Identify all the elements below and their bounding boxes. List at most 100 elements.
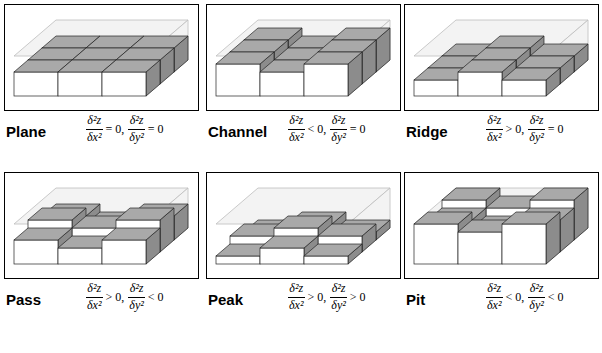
formula-denominator: δx²: [288, 129, 305, 145]
surface-name: Pit: [406, 291, 425, 308]
block-top: [304, 52, 362, 64]
block-front: [102, 72, 146, 96]
block-top: [116, 208, 174, 220]
surface-name: Plane: [6, 123, 46, 140]
formula-denominator: δx²: [288, 297, 305, 313]
formula-denominator: δx²: [486, 297, 503, 313]
curvature-formula: δ²zδx²> 0,δ²zδy²= 0: [486, 114, 568, 145]
formula-denominator: δx²: [486, 129, 503, 145]
formula-numerator: δ²z: [529, 114, 545, 129]
terrain-block: [102, 228, 160, 264]
formula-denominator: δy²: [128, 297, 145, 313]
terrain-block: [502, 212, 560, 264]
formula-numerator: δ²z: [129, 114, 145, 129]
formula-relation: < 0,: [506, 290, 525, 305]
formula-relation: > 0,: [308, 290, 327, 305]
curvature-formula: δ²zδx²< 0,δ²zδy²= 0: [288, 114, 370, 145]
surface-name: Channel: [208, 123, 267, 140]
formula-denominator: δx²: [86, 129, 103, 145]
block-front: [14, 240, 58, 264]
formula-relation: > 0,: [106, 290, 125, 305]
block-front: [260, 248, 304, 264]
formula-numerator: δ²z: [331, 282, 347, 297]
block-top: [216, 52, 274, 64]
formula-relation: < 0: [548, 290, 564, 305]
fraction: δ²zδx²: [486, 114, 503, 145]
formula-denominator: δy²: [128, 129, 145, 145]
block-top: [516, 56, 574, 68]
formula-numerator: δ²z: [86, 282, 102, 297]
block-front: [58, 72, 102, 96]
block-top: [260, 236, 318, 248]
terrain-block: [304, 244, 362, 264]
formula-relation: > 0,: [506, 122, 525, 137]
block-top: [486, 36, 544, 48]
formula-denominator: δy²: [330, 297, 347, 313]
block-front: [502, 80, 546, 96]
block-top: [244, 28, 302, 40]
formula-numerator: δ²z: [486, 282, 502, 297]
formula-numerator: δ²z: [529, 282, 545, 297]
block-front: [58, 248, 102, 264]
block-top: [458, 60, 516, 72]
block-top: [130, 36, 188, 48]
block-front: [304, 64, 348, 96]
block-top: [318, 40, 376, 52]
block-top: [318, 224, 376, 236]
surface-name: Ridge: [406, 123, 448, 140]
fraction: δ²zδy²: [528, 282, 545, 313]
block-top: [414, 212, 472, 224]
fraction: δ²zδy²: [330, 282, 347, 313]
block-front: [216, 64, 260, 96]
surface-panel: [405, 5, 599, 111]
block-top: [28, 208, 86, 220]
block-top: [304, 244, 362, 256]
block-front: [458, 72, 502, 96]
block-top: [116, 48, 174, 60]
block-front: [260, 72, 304, 96]
formula-relation: > 0: [350, 290, 366, 305]
fraction: δ²zδy²: [528, 114, 545, 145]
formula-denominator: δx²: [86, 297, 103, 313]
formula-relation: = 0: [350, 122, 366, 137]
curvature-formula: δ²zδx²= 0,δ²zδy²= 0: [86, 114, 168, 145]
formula-relation: = 0,: [106, 122, 125, 137]
block-front: [14, 72, 58, 96]
panel-frame: [5, 5, 199, 111]
surface-panel: [405, 173, 599, 279]
surface-name: Pass: [6, 291, 41, 308]
panel-frame: [5, 173, 199, 279]
formula-relation: = 0: [548, 122, 564, 137]
surface-panel: [207, 5, 401, 111]
block-front: [102, 240, 146, 264]
fraction: δ²zδx²: [288, 114, 305, 145]
curvature-formula: δ²zδx²> 0,δ²zδy²> 0: [288, 282, 370, 313]
formula-denominator: δy²: [528, 297, 545, 313]
fraction: δ²zδx²: [86, 114, 103, 145]
formula-numerator: δ²z: [129, 282, 145, 297]
fraction: δ²zδy²: [128, 282, 145, 313]
block-top: [332, 28, 390, 40]
panel-frame: [405, 5, 599, 111]
surface-panel: [5, 173, 199, 279]
formula-numerator: δ²z: [486, 114, 502, 129]
block-front: [414, 80, 458, 96]
block-top: [102, 228, 160, 240]
block-front: [304, 256, 348, 264]
panel-frame: [207, 5, 401, 111]
surface-panel: [207, 173, 401, 279]
block-front: [216, 256, 260, 264]
block-top: [274, 216, 332, 228]
terrain-block: [304, 52, 362, 96]
panel-frame: [207, 173, 401, 279]
block-top: [502, 212, 560, 224]
formula-numerator: δ²z: [288, 282, 304, 297]
block-top: [102, 60, 160, 72]
block-top: [230, 40, 288, 52]
fraction: δ²zδy²: [330, 114, 347, 145]
block-front: [502, 224, 546, 264]
fraction: δ²zδx²: [86, 282, 103, 313]
block-top: [502, 68, 560, 80]
surface-name: Peak: [208, 291, 243, 308]
